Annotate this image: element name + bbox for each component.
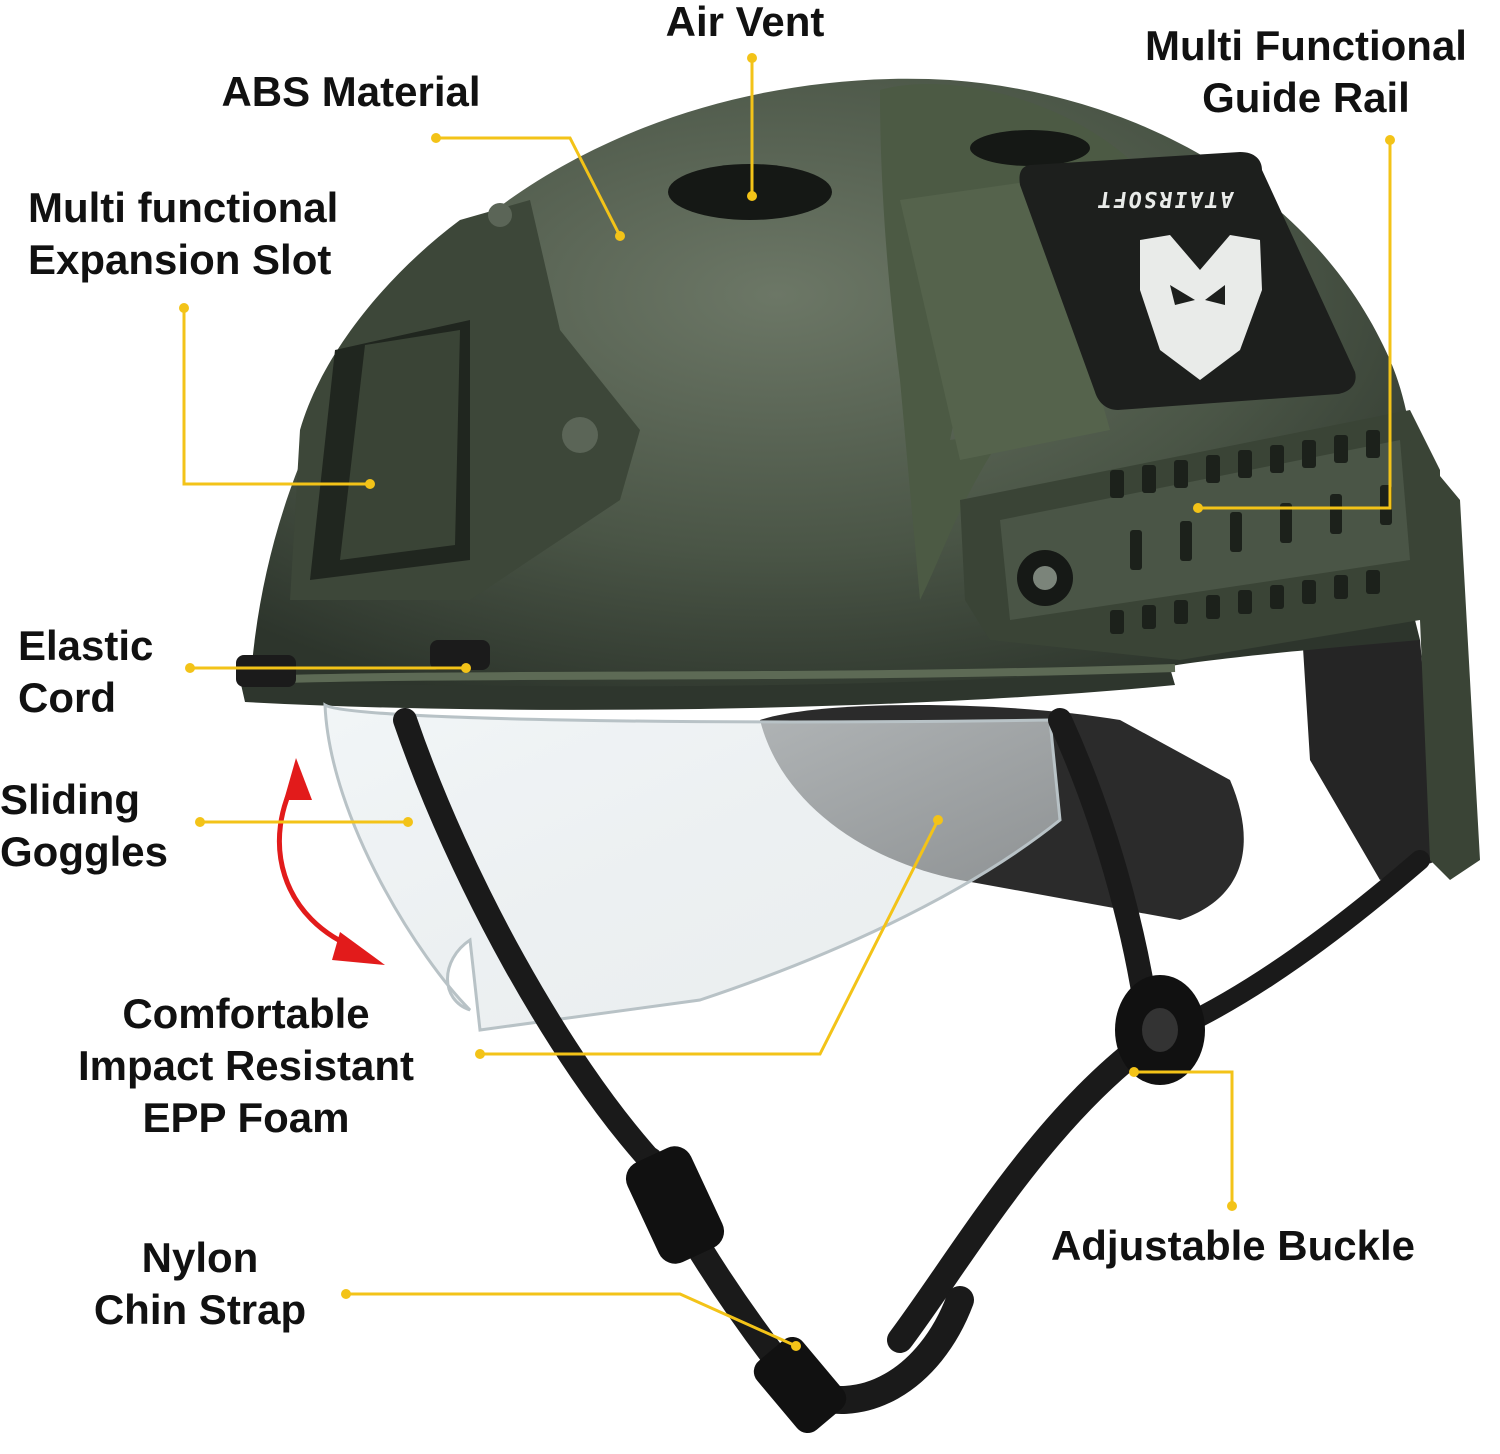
adjustable-buckle-shape [1115,975,1205,1085]
goggle-lens [323,702,1062,1032]
leader-expansion-slot [182,308,370,486]
rail-slot [1270,585,1284,609]
cord-clip-2 [236,655,296,687]
leader-adjustable-buckle-dot-2 [1129,1067,1139,1077]
rail-slot [1206,595,1220,619]
leader-abs-material-dot-2 [615,231,625,241]
rail-slot [1110,610,1124,634]
rail-slot [1302,580,1316,604]
leader-elastic-cord-dot-2 [461,663,471,673]
rear-side-rail [1410,440,1480,880]
rail-slot [1206,455,1220,483]
label-epp-foam: Comfortable Impact Resistant EPP Foam [77,990,415,1141]
rail-slot [1142,465,1156,493]
strap-buckle-shape [625,1146,847,1434]
label-abs-material: ABS Material [221,68,481,115]
patch [1019,152,1356,410]
rail-slot [1174,460,1188,488]
rail-slot [1302,440,1316,468]
air-vent-hole-2 [970,130,1090,166]
rail-slot [1238,450,1252,478]
leader-epp-foam-dot-2 [933,815,943,825]
wolf-mask-icon [1140,235,1262,380]
rail-slot [1238,590,1252,614]
label-chin-strap: Nylon Chin Strap [93,1234,307,1333]
guide-rail [960,410,1440,660]
cord-clip [430,640,490,670]
rail-slot [1334,575,1348,599]
leader-chin-strap [346,1292,797,1348]
leader-epp-foam [480,819,940,1056]
rail-slot-mid [1280,503,1292,543]
leader-adjustable-buckle [1134,1070,1234,1206]
leader-chin-strap-dot-1 [341,1289,351,1299]
rail-slots [1110,430,1392,634]
rail-slot [1142,605,1156,629]
leader-lines [182,58,1392,1348]
leader-elastic-cord-dot-1 [185,663,195,673]
leader-guide-rail-dot-2 [1193,503,1203,513]
rail-slot [1366,570,1380,594]
curved-double-arrow-icon [276,758,385,965]
leader-abs-material-dot-1 [431,133,441,143]
leader-chin-strap-dot-2 [791,1341,801,1351]
rail-slot-mid [1180,521,1192,561]
rail-slot-mid [1130,530,1142,570]
rail-slot-mid [1330,494,1342,534]
leader-air-vent-dot-1 [747,53,757,63]
leader-expansion-slot-dot-2 [365,479,375,489]
rail-slot [1270,445,1284,473]
leader-abs-material [436,136,622,237]
rail-slot-mid [1230,512,1242,552]
rail-slot [1110,470,1124,498]
label-sliding-goggles: Sliding Goggles [0,776,169,875]
rail-slot [1334,435,1348,463]
leader-sliding-goggles-dot-2 [403,817,413,827]
expansion-slot-mount [290,200,640,600]
leader-expansion-slot-dot-1 [179,303,189,313]
leader-air-vent-dot-2 [747,191,757,201]
rail-slot [1174,600,1188,624]
leader-dots [179,53,1395,1351]
leader-epp-foam-dot-1 [475,1049,485,1059]
leader-sliding-goggles-dot-1 [195,817,205,827]
label-adjustable-buckle: Adjustable Buckle [1050,1222,1416,1269]
label-air-vent: Air Vent [665,0,825,45]
rail-slot [1366,430,1380,458]
leader-guide-rail [1198,140,1392,510]
label-elastic-cord: Elastic Cord [18,622,154,721]
label-guide-rail: Multi Functional Guide Rail [1145,22,1467,121]
patch-text: ATAIRSOFT [1094,186,1236,211]
leader-adjustable-buckle-dot-1 [1227,1201,1237,1211]
rear-liner [1300,600,1440,880]
label-expansion-slot: Multi functional Expansion Slot [28,184,339,283]
elastic-cord [249,664,1176,684]
leader-guide-rail-dot-1 [1385,135,1395,145]
helmet-brim [240,668,1175,710]
